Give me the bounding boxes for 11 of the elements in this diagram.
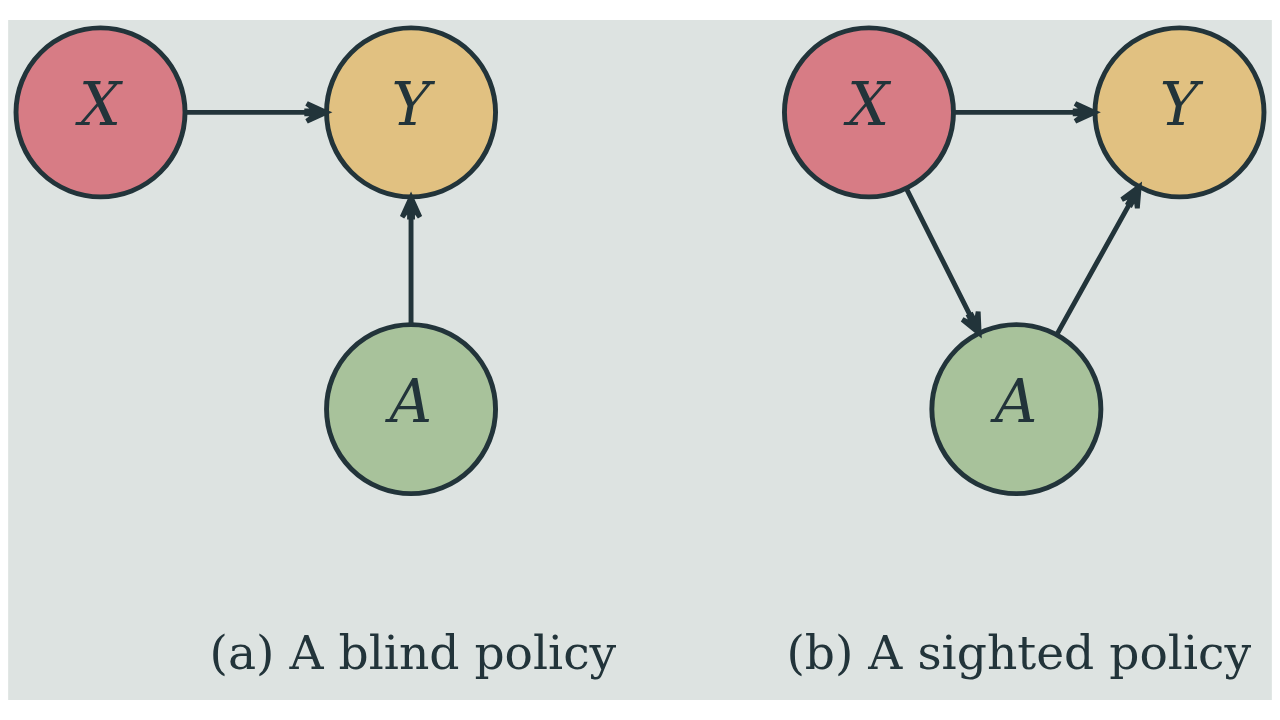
label: (b) A sighted policy <box>786 624 1252 680</box>
node-circle: Y <box>1092 25 1267 200</box>
label: (a) A blind policy <box>209 624 617 680</box>
arrow <box>1054 184 1142 336</box>
arrow <box>953 101 1098 124</box>
node-circle: A <box>929 322 1104 497</box>
node-circle: X <box>782 25 956 200</box>
arrow <box>904 187 982 336</box>
node-circle: Y <box>324 25 498 200</box>
node-circle: X <box>13 25 188 200</box>
node-circle: A <box>324 322 498 497</box>
